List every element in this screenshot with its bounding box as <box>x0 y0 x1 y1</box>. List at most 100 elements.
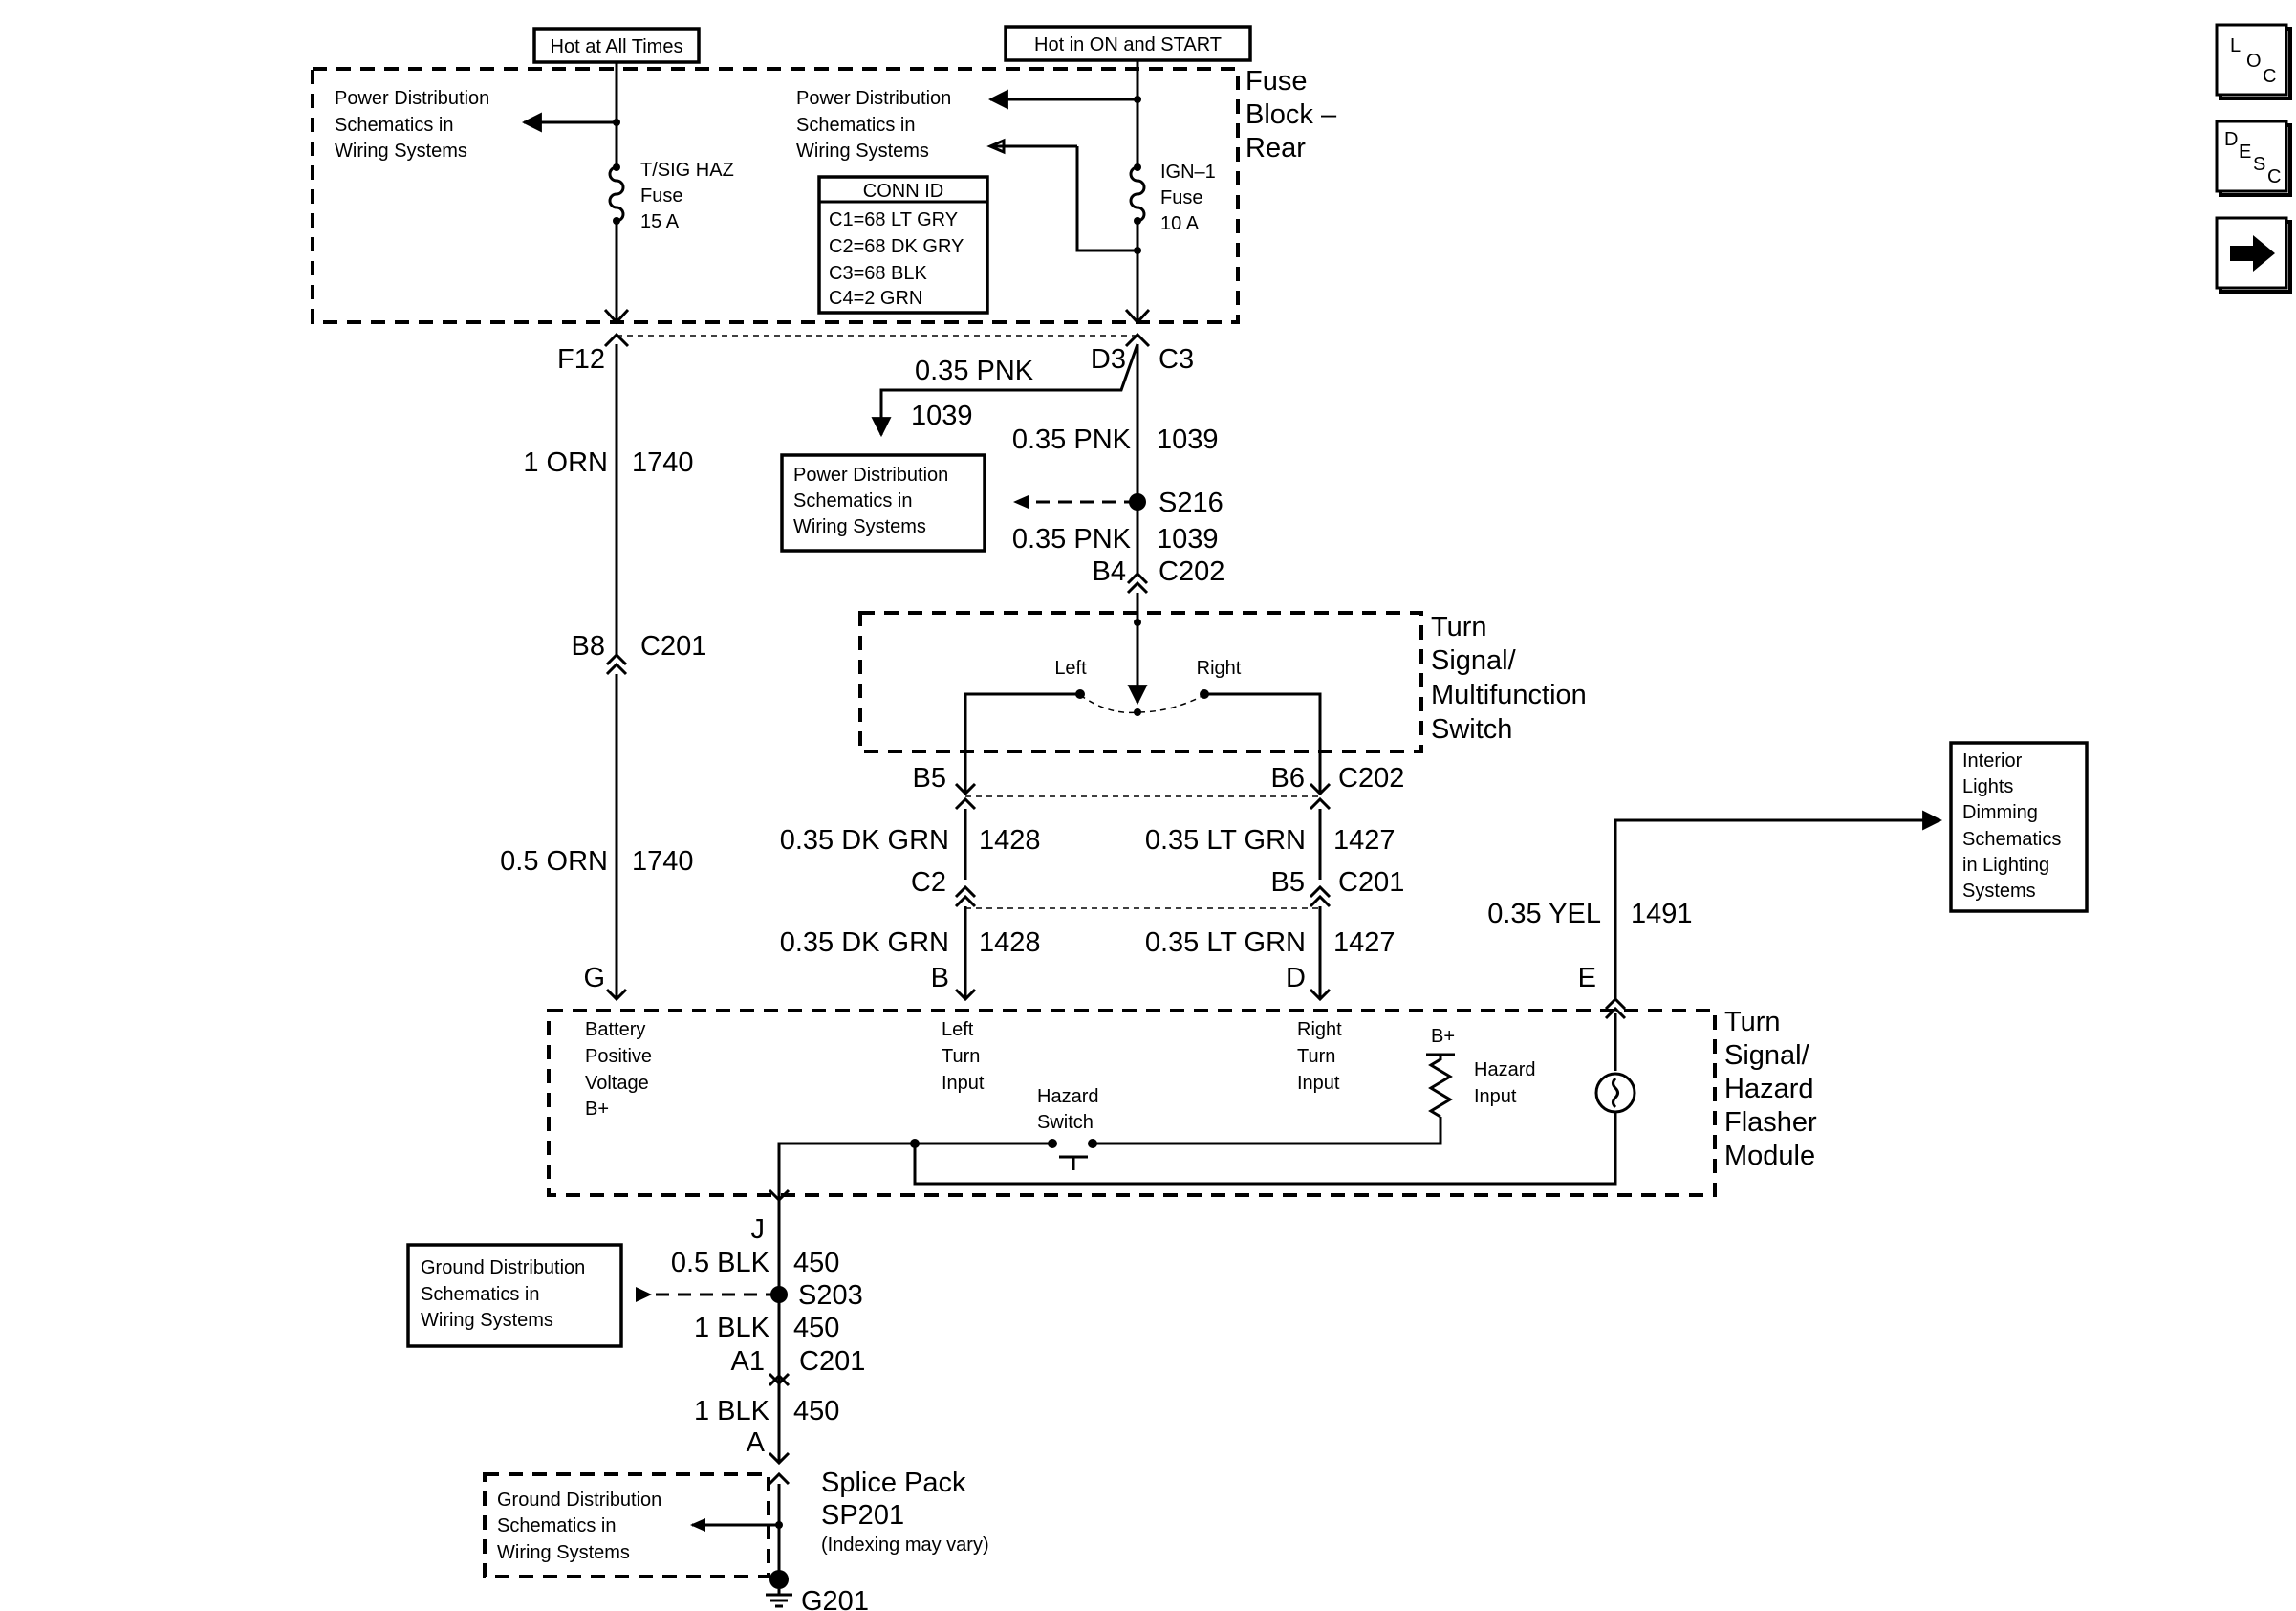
pin-b8: B8 <box>572 631 605 662</box>
pin-d3: D3 <box>1091 344 1126 375</box>
pin-a: A <box>747 1427 766 1458</box>
circuit-1491: 1491 <box>1631 899 1693 929</box>
svg-text:Ground Distribution: Ground Distribution <box>421 1257 585 1278</box>
svg-text:Schematics in: Schematics in <box>335 115 454 136</box>
fuse-tsig-haz-label: T/SIG HAZ Fuse 15 A <box>640 160 734 232</box>
switch-left-label: Left <box>1054 658 1087 679</box>
svg-text:Rear: Rear <box>1245 133 1306 163</box>
pd-mid-box: Power Distribution Schematics in Wiring … <box>780 453 986 553</box>
circuit-1428-1: 1428 <box>979 825 1041 856</box>
svg-text:IGN–1: IGN–1 <box>1160 162 1216 183</box>
splice-s203-label: S203 <box>798 1280 863 1311</box>
source-hot-on-start: Hot in ON and START <box>1004 25 1252 62</box>
fuse-block-boundary <box>311 67 1240 324</box>
svg-text:Turn: Turn <box>942 1046 980 1067</box>
pin-b4: B4 <box>1093 556 1126 587</box>
gd-bottom-label: Ground Distribution Schematics in Wiring… <box>497 1490 661 1563</box>
svg-text:Wiring Systems: Wiring Systems <box>335 141 467 162</box>
svg-text:15 A: 15 A <box>640 211 680 232</box>
svg-text:C: C <box>2263 66 2276 87</box>
circuit-450-2: 450 <box>793 1313 839 1343</box>
flasher-module-boundary <box>547 1009 1717 1197</box>
pin-j: J <box>751 1214 766 1245</box>
wire-pnk-2: 0.35 PNK <box>1012 524 1132 555</box>
svg-text:B+: B+ <box>585 1099 609 1120</box>
svg-text:Schematics: Schematics <box>1962 829 2061 850</box>
circuit-1039-2: 1039 <box>1157 524 1219 555</box>
svg-text:Interior: Interior <box>1962 751 2023 772</box>
svg-text:Systems: Systems <box>1962 881 2036 902</box>
connector-c202-mid: C202 <box>1338 763 1404 794</box>
svg-text:Wiring Systems: Wiring Systems <box>497 1542 630 1563</box>
pin-e: E <box>1578 963 1596 993</box>
switch-right-label: Right <box>1197 658 1242 679</box>
svg-text:Positive: Positive <box>585 1046 652 1067</box>
connector-c201-left: C201 <box>640 631 706 662</box>
splice-pack-title: Splice Pack SP201 (Indexing may vary) <box>821 1468 989 1556</box>
pin-b5-mid: B5 <box>1271 867 1305 898</box>
svg-text:L: L <box>2230 35 2241 56</box>
circuit-1428-2: 1428 <box>979 927 1041 958</box>
svg-text:Schematics in: Schematics in <box>796 115 916 136</box>
desc-button[interactable]: D E S C <box>2215 120 2292 197</box>
pin-c2: C2 <box>911 867 946 898</box>
connector-c201-mid: C201 <box>1338 867 1404 898</box>
conn-id-header: CONN ID <box>863 181 943 202</box>
svg-text:Power Distribution: Power Distribution <box>335 88 489 109</box>
wire-orn-1: 1 ORN <box>523 447 608 478</box>
wire-dkgrn-1: 0.35 DK GRN <box>780 825 949 856</box>
arrow-right-icon <box>2230 235 2275 272</box>
pin-a1: A1 <box>731 1346 765 1377</box>
pin-b: B <box>931 963 949 993</box>
hazard-switch-label: Hazard Switch <box>1037 1086 1098 1133</box>
svg-text:Multifunction: Multifunction <box>1431 680 1587 710</box>
circuit-450-3: 450 <box>793 1396 839 1426</box>
svg-text:T/SIG HAZ: T/SIG HAZ <box>640 160 734 181</box>
conn-id-row: C3=68 BLK <box>829 263 928 284</box>
svg-text:Voltage: Voltage <box>585 1073 649 1094</box>
fuse-ign1 <box>1129 165 1146 223</box>
wire-blk-2: 1 BLK <box>694 1313 770 1343</box>
conn-id-row: C2=68 DK GRY <box>829 236 964 257</box>
connector-c201-bottom: C201 <box>799 1346 865 1377</box>
svg-text:Turn: Turn <box>1297 1046 1335 1067</box>
circuit-450-1: 450 <box>793 1248 839 1278</box>
svg-text:Splice Pack: Splice Pack <box>821 1468 966 1498</box>
pd-left-label: Power Distribution Schematics in Wiring … <box>335 88 489 162</box>
svg-text:Fuse: Fuse <box>1245 66 1307 97</box>
svg-text:Dimming: Dimming <box>1962 802 2038 823</box>
svg-text:Lights: Lights <box>1962 776 2013 797</box>
multifunction-switch-title: Turn Signal/ Multifunction Switch <box>1431 612 1587 745</box>
svg-text:10 A: 10 A <box>1160 213 1200 234</box>
wire-pnk-branch: 0.35 PNK <box>915 356 1034 386</box>
svg-text:Block –: Block – <box>1245 99 1337 130</box>
fuse-tsig-haz <box>608 165 625 223</box>
source-hot-all-times: Hot at All Times <box>532 27 701 64</box>
pin-f12: F12 <box>557 344 605 375</box>
connector-c3: C3 <box>1159 344 1194 375</box>
pd-right-label: Power Distribution Schematics in Wiring … <box>796 88 951 162</box>
hazard-input-resistor <box>1428 1055 1453 1119</box>
fuse-block-title: Fuse Block – Rear <box>1245 66 1337 163</box>
svg-text:Switch: Switch <box>1037 1112 1094 1133</box>
wire-orn-2: 0.5 ORN <box>500 846 608 877</box>
svg-text:Wiring Systems: Wiring Systems <box>421 1310 553 1331</box>
hot-on-start-label: Hot in ON and START <box>1034 34 1222 55</box>
svg-text:SP201: SP201 <box>821 1500 904 1531</box>
wire-yel: 0.35 YEL <box>1487 899 1601 929</box>
svg-text:Turn: Turn <box>1431 612 1487 642</box>
circuit-1039-branch: 1039 <box>911 401 973 431</box>
svg-text:Left: Left <box>942 1019 974 1040</box>
connector-c202-top: C202 <box>1159 556 1224 587</box>
loc-button[interactable]: L O C <box>2215 23 2292 100</box>
circuit-1740-2: 1740 <box>632 846 694 877</box>
conn-id-table: CONN ID C1=68 LT GRY C2=68 DK GRY C3=68 … <box>817 175 989 315</box>
svg-text:Wiring Systems: Wiring Systems <box>796 141 929 162</box>
svg-text:Input: Input <box>1474 1086 1517 1107</box>
svg-text:O: O <box>2246 51 2262 72</box>
pin-b5-top: B5 <box>913 763 946 794</box>
svg-text:Right: Right <box>1297 1019 1342 1040</box>
next-button[interactable] <box>2215 216 2292 294</box>
multifunction-switch-boundary <box>858 611 1423 753</box>
svg-text:Schematics in: Schematics in <box>793 490 913 512</box>
